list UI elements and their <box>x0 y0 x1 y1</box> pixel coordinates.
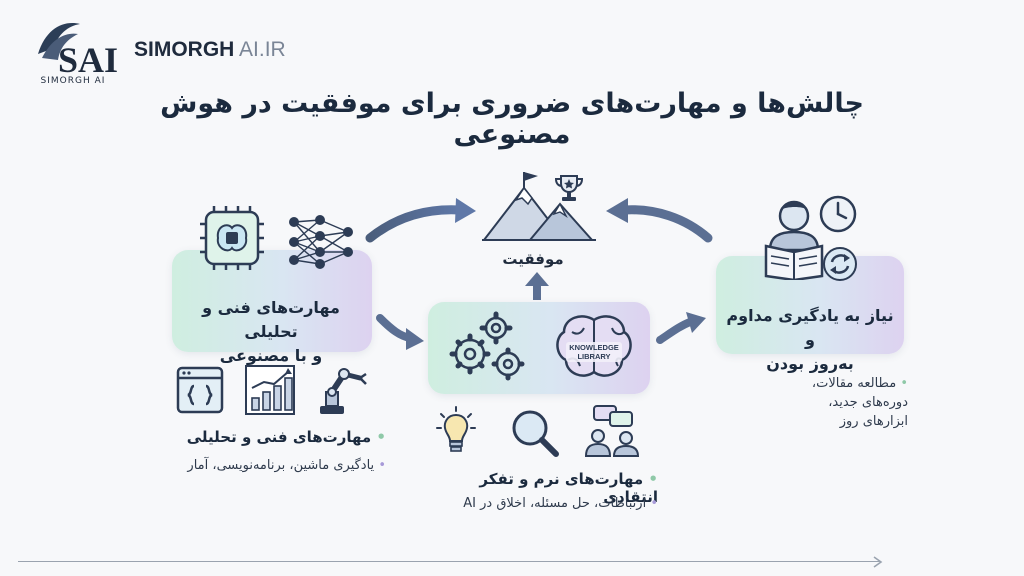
technical-skills-box-text: مهارت‌های فنی و تحلیلی و با مصنوعی <box>176 296 366 368</box>
chip-brain-icon <box>200 206 264 270</box>
arrow-middle-to-success <box>525 272 549 300</box>
arrow-left-to-success <box>365 198 476 243</box>
learning-resources-list: • مطالعه مقالات، دوره‌های جدید، ابزارهای… <box>756 374 908 431</box>
brain-label-library: LIBRARY <box>577 352 610 361</box>
brain-icon: KNOWLEDGE LIBRARY <box>556 315 632 377</box>
learning-resource-1: • مطالعه مقالات، <box>756 374 908 393</box>
learning-resource-1-text: مطالعه مقالات، <box>811 376 897 391</box>
mountain-flag-icon <box>481 172 596 241</box>
arrow-right-to-success <box>606 198 713 243</box>
learning-resource-2: دوره‌های جدید، <box>828 395 908 410</box>
continuous-learning-line-1: نیاز به یادگیری مداوم و <box>726 306 894 349</box>
soft-skills-heading: • مهارت‌های نرم و تفکر انتقادی <box>420 470 658 506</box>
team-chat-icon <box>584 405 640 457</box>
technical-skills-detail-text: یادگیری ماشین، برنامه‌نویسی، آمار <box>187 458 375 473</box>
gears-icon <box>449 311 525 381</box>
arrow-left-to-middle <box>376 314 424 350</box>
technical-skills-heading-text: مهارت‌های فنی و تحلیلی <box>186 428 372 446</box>
timeline-line <box>18 561 880 562</box>
soft-skills-detail: • ارتباطات، حل مسئله، اخلاق در AI <box>420 494 658 513</box>
timeline-arrow-icon <box>873 556 883 568</box>
bullet-dot: • <box>376 428 386 446</box>
bullet-dot: • <box>650 496 658 511</box>
code-window-icon <box>176 366 224 414</box>
bullet-dot: • <box>378 458 386 473</box>
learning-resource-3: ابزارهای روز <box>839 414 908 429</box>
reading-person-icon <box>764 200 824 280</box>
brand-name-bold: SIMORGH <box>134 38 235 61</box>
continuous-learning-line-2: به‌روز بودن <box>766 354 854 373</box>
brand-name[interactable]: SIMORGH AI.IR <box>134 38 286 62</box>
trophy-icon <box>554 175 584 201</box>
technical-skills-box <box>172 250 372 352</box>
neural-network-icon <box>289 215 353 269</box>
brand-name-domain: AI.IR <box>239 38 286 61</box>
magnifier-icon <box>512 410 559 457</box>
refresh-icon <box>823 247 857 281</box>
bar-chart-icon <box>245 365 295 415</box>
soft-skills-heading-text: مهارت‌های نرم و تفکر انتقادی <box>479 470 658 506</box>
brain-label-knowledge: KNOWLEDGE <box>569 343 619 352</box>
soft-skills-detail-text: ارتباطات، حل مسئله، اخلاق در AI <box>463 496 647 511</box>
technical-skills-heading: • مهارت‌های فنی و تحلیلی <box>150 428 386 446</box>
simorgh-logo-icon: SAI <box>38 23 118 80</box>
lightbulb-icon <box>436 406 476 452</box>
technical-skills-line-1: مهارت‌های فنی و تحلیلی <box>202 298 340 341</box>
clock-icon <box>819 195 857 233</box>
logo-caption: SIMORGH AI <box>40 76 106 86</box>
bullet-dot: • <box>648 470 658 488</box>
technical-skills-line-2: و با مصنوعی <box>219 346 323 365</box>
technical-skills-detail: • یادگیری ماشین، برنامه‌نویسی، آمار <box>120 456 386 475</box>
bullet-dot: • <box>900 376 908 391</box>
arrow-middle-to-right <box>656 312 706 344</box>
robot-arm-icon <box>320 368 367 414</box>
logo-letters: SAI <box>58 40 118 80</box>
continuous-learning-box-text: نیاز به یادگیری مداوم و به‌روز بودن <box>722 304 898 376</box>
page-title: چالش‌ها و مهارت‌های ضروری برای موفقیت در… <box>160 88 864 150</box>
success-label: موفقیت <box>502 250 564 268</box>
